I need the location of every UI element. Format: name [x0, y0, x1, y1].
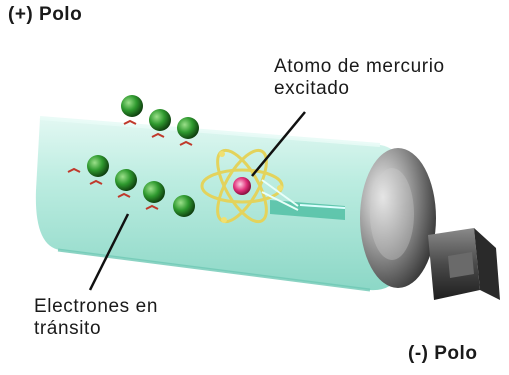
cathode-cap [360, 148, 436, 288]
electron-icon [143, 181, 165, 203]
electron-icon [87, 155, 109, 177]
atom-callout-line2: excitado [274, 78, 445, 100]
electron-icon [177, 117, 199, 139]
positive-pole-label: (+) Polo [8, 4, 82, 26]
mercury-atom-callout: Atomo de mercurio excitado [274, 56, 445, 100]
negative-pole-label: (-) Polo [408, 343, 477, 365]
electrons-callout-line1: Electrones en [34, 296, 158, 318]
electron-icon [149, 109, 171, 131]
electrode-pins [428, 228, 500, 300]
glass-tube [36, 118, 409, 290]
atom-callout-line1: Atomo de mercurio [274, 56, 445, 78]
electron-icon [121, 95, 143, 117]
electron-icon [173, 195, 195, 217]
electrons-callout: Electrones en tránsito [34, 296, 158, 340]
electron-icon [115, 169, 137, 191]
electrons-callout-line2: tránsito [34, 318, 158, 340]
atom-nucleus [233, 177, 251, 195]
